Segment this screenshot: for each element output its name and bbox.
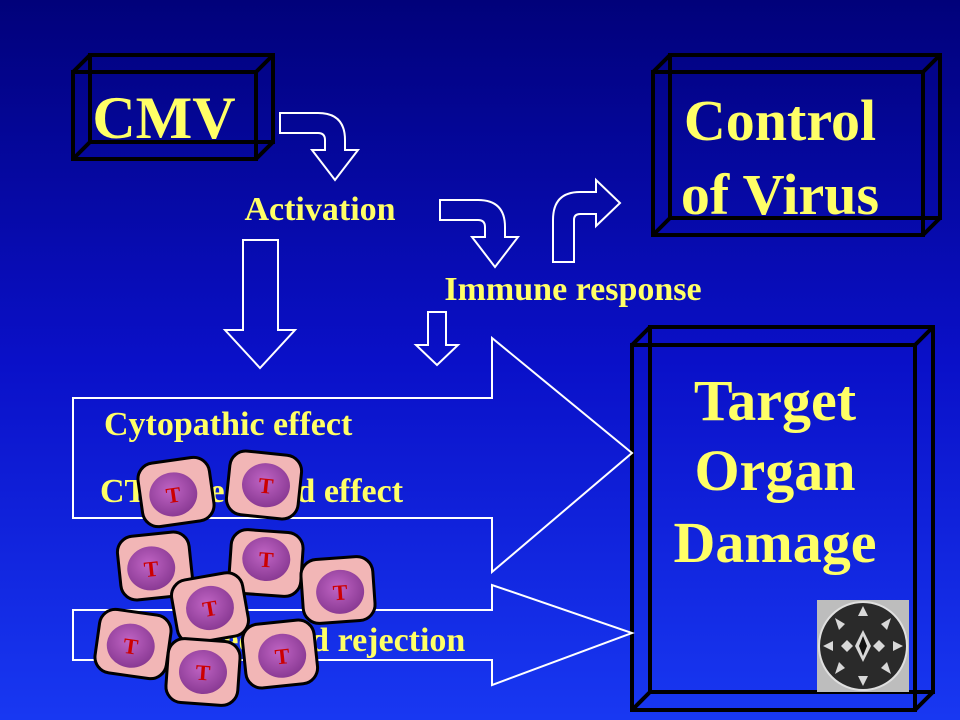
t-cell: T — [93, 607, 173, 681]
t-cell: T — [115, 530, 195, 602]
down-arrow-immune-response — [413, 311, 461, 367]
t-cell-label: T — [195, 660, 212, 686]
curved-arrow-cmv-to-activation — [279, 112, 361, 182]
t-cell-label: T — [122, 633, 140, 660]
t-cell: T — [227, 528, 305, 598]
down-arrow-activation — [222, 239, 298, 370]
t-cell-label: T — [164, 481, 182, 508]
control-of-virus-box — [651, 53, 942, 237]
target-organ-damage-box — [630, 325, 935, 712]
t-cell: T — [164, 637, 242, 707]
target-label-line1: Target — [694, 368, 857, 433]
t-cell: T — [299, 555, 377, 625]
t-cell: T — [224, 449, 304, 521]
cmv-box — [71, 53, 275, 161]
cmv-label: CMV — [92, 85, 235, 151]
control-label-line2: of Virus — [681, 162, 879, 227]
t-cell-label: T — [143, 556, 161, 582]
t-cell-label: T — [257, 473, 275, 499]
cytopathic-effect-label: Cytopathic effect — [104, 406, 353, 443]
target-label-line3: Damage — [674, 510, 877, 575]
curved-arrow-activation-to-immune — [439, 199, 521, 269]
control-label-line1: Control — [684, 88, 876, 153]
t-cell-cluster: T T T T T T T — [93, 449, 377, 707]
activation-label: Activation — [244, 191, 395, 228]
t-cell: T — [136, 455, 216, 529]
immune-response-label: Immune response — [444, 271, 701, 308]
t-cell: T — [170, 571, 250, 645]
circle-limit-image — [817, 600, 909, 692]
t-cell-label: T — [258, 547, 275, 573]
t-cell-label: T — [201, 595, 220, 622]
t-cell-label: T — [274, 643, 292, 669]
target-label-line2: Organ — [694, 438, 855, 503]
t-cell: T — [240, 618, 320, 690]
t-cell-label: T — [332, 579, 349, 605]
curved-arrow-immune-to-control — [552, 177, 622, 263]
